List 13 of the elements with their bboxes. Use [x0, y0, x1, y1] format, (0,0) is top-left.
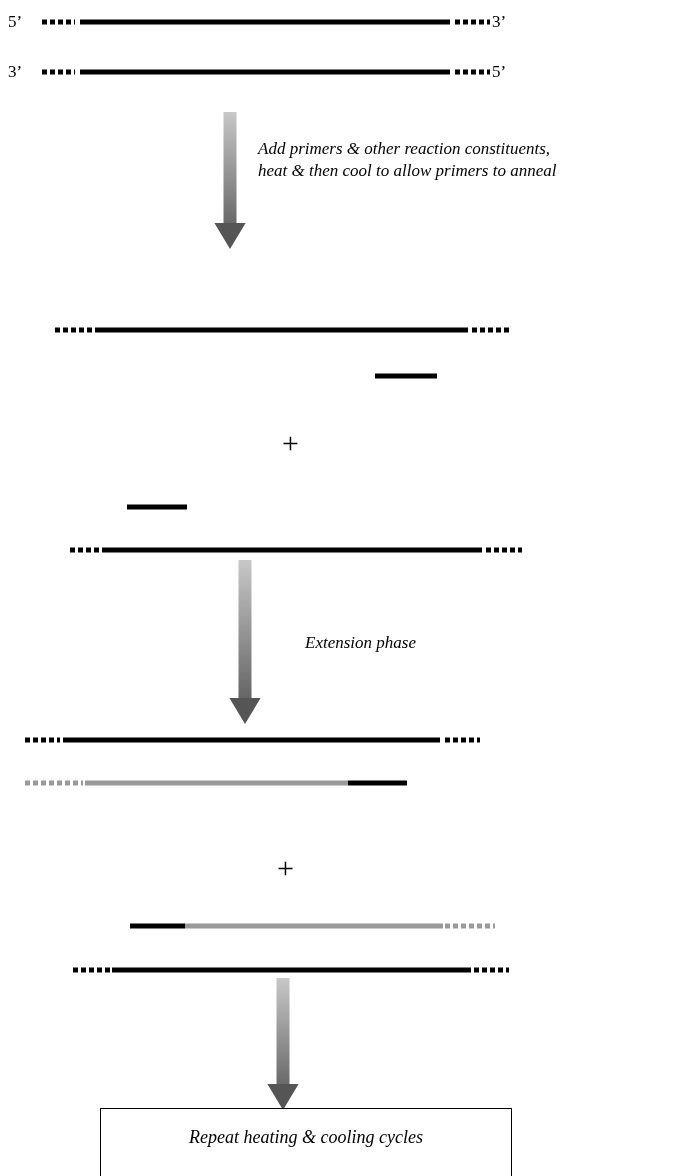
strand-end-label: 3’	[492, 13, 507, 30]
edge-label: Add primers & other reaction constituents, heat & then cool to allow primers to anneal	[258, 138, 558, 183]
plus-sign: +	[277, 853, 294, 883]
edge-label: Extension phase	[305, 632, 417, 654]
arrow	[229, 560, 261, 724]
step-text: Repeat heating & cooling cycles	[189, 1127, 423, 1148]
strand-end-label: 5’	[8, 13, 23, 30]
arrow	[267, 978, 299, 1110]
arrow	[214, 112, 246, 249]
process-box	[100, 1108, 512, 1176]
plus-sign: +	[282, 428, 299, 458]
strand-end-label: 5’	[492, 63, 507, 80]
strand-end-label: 3’	[8, 63, 23, 80]
